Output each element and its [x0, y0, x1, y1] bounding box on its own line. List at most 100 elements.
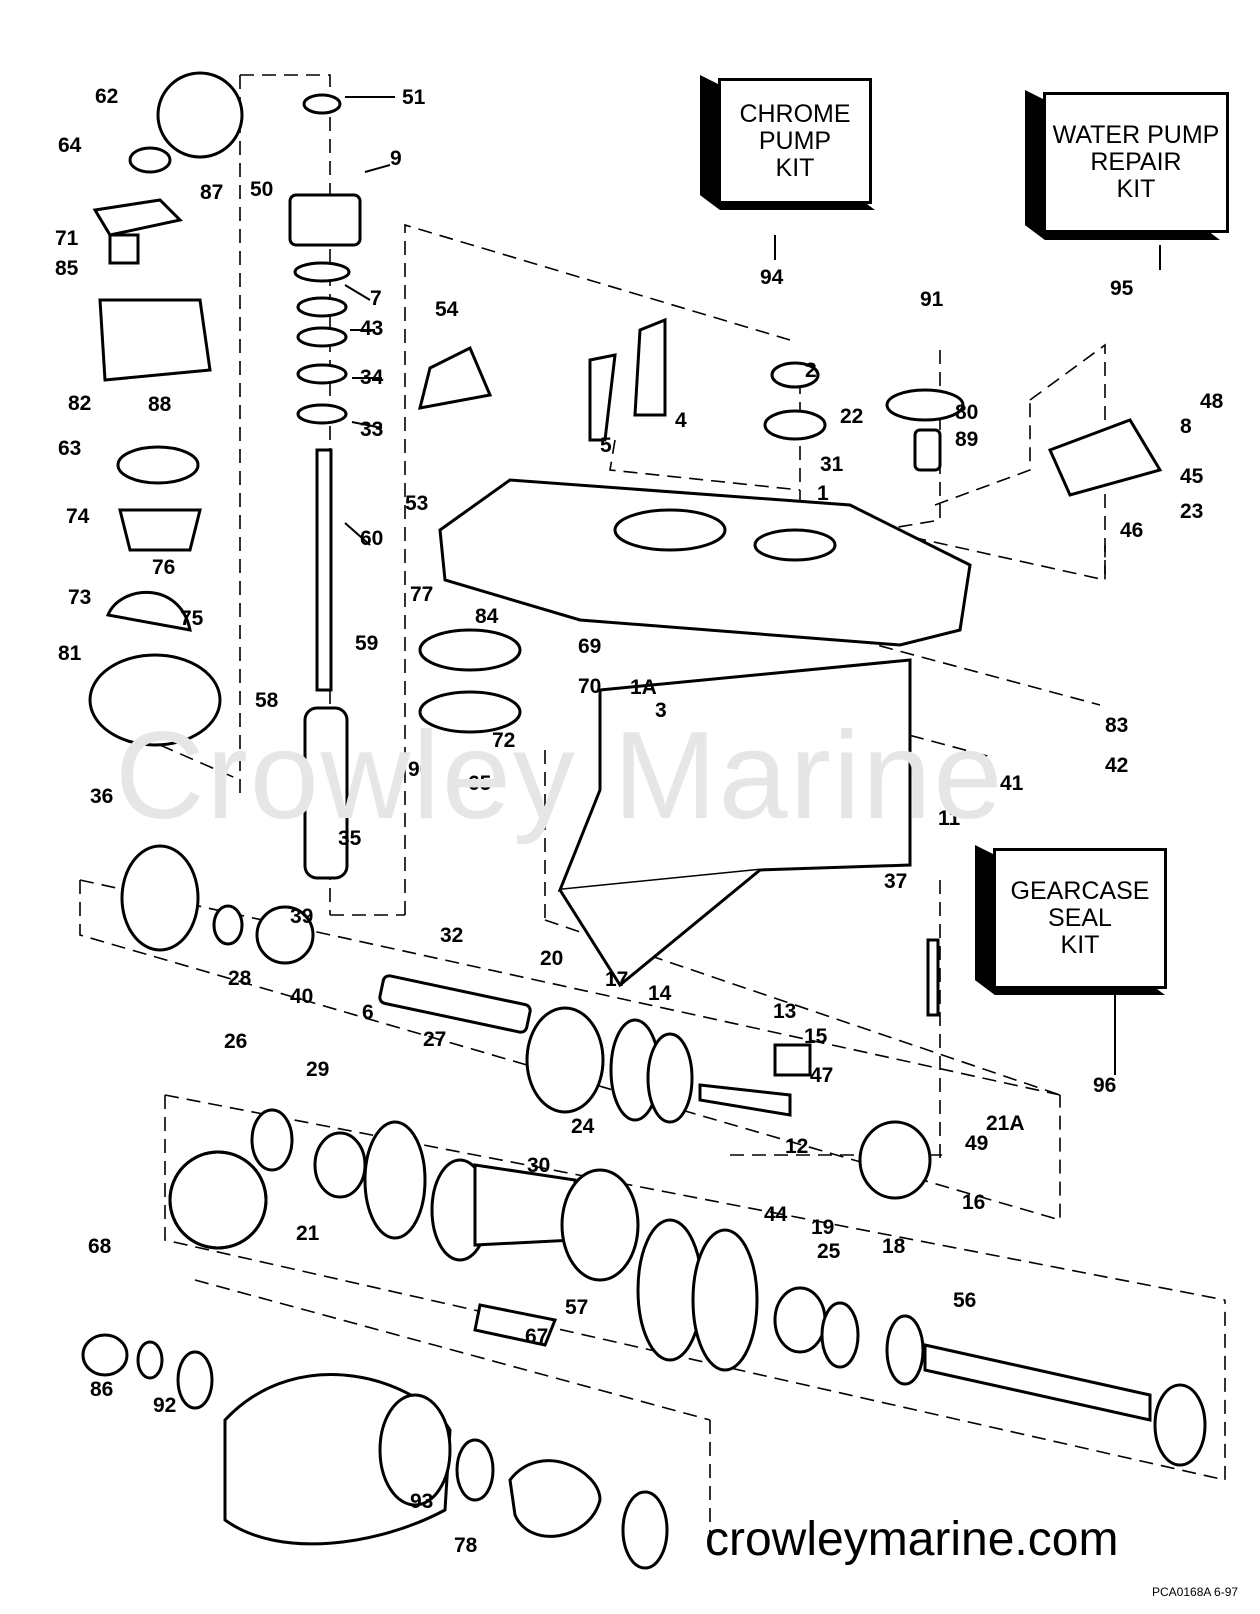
callout-35: 35 [338, 827, 362, 850]
callout-8: 8 [1180, 415, 1192, 438]
callout-84: 84 [475, 605, 499, 628]
callout-26: 26 [224, 1030, 247, 1053]
callout-22: 22 [840, 405, 863, 428]
callout-91: 91 [920, 288, 944, 311]
callout-83: 83 [1105, 714, 1128, 737]
callout-24: 24 [571, 1115, 595, 1138]
callout-71: 71 [55, 227, 79, 250]
callout-3: 3 [655, 699, 667, 722]
callout-27: 27 [423, 1028, 446, 1051]
callout-88: 88 [148, 393, 172, 416]
gearcase-seal-kit-ref: 96 [1093, 1074, 1116, 1097]
callout-93: 93 [410, 1490, 433, 1513]
callout-86: 86 [90, 1378, 113, 1401]
callout-33: 33 [360, 418, 383, 441]
callout-21a: 21A [986, 1112, 1025, 1135]
callout-30: 30 [527, 1154, 550, 1177]
callout-5: 5 [600, 434, 612, 457]
callout-7: 7 [370, 287, 382, 310]
callout-39: 39 [290, 905, 313, 928]
chrome-pump-kit-label: CHROME PUMP KIT [739, 99, 851, 182]
callout-77: 77 [410, 583, 433, 606]
watermark: Crowley Marine [115, 707, 1005, 845]
callout-87: 87 [200, 181, 223, 204]
callout-73: 73 [68, 586, 91, 609]
callout-58: 58 [255, 689, 279, 712]
callout-19: 19 [811, 1216, 834, 1239]
drawing-code: PCA0168A 6-97 [1152, 1585, 1239, 1599]
callout-2: 2 [805, 359, 817, 382]
callout-31: 31 [820, 453, 844, 476]
callout-29: 29 [306, 1058, 329, 1081]
callout-48: 48 [1200, 390, 1224, 413]
callout-62: 62 [95, 85, 118, 108]
callout-17: 17 [605, 968, 628, 991]
callout-49: 49 [965, 1132, 988, 1155]
callout-47: 47 [810, 1064, 833, 1087]
callout-1: 1 [817, 482, 829, 505]
gearcase-seal-kit-box: GEARCASE SEAL KIT [993, 848, 1167, 989]
callout-72: 72 [492, 729, 515, 752]
callout-85: 85 [55, 257, 79, 280]
chrome-pump-kit-box: CHROME PUMP KIT [718, 78, 872, 204]
callout-67: 67 [525, 1325, 548, 1348]
callout-20: 20 [540, 947, 563, 970]
callout-65: 65 [468, 772, 492, 795]
callout-60: 60 [360, 527, 383, 550]
site-url: crowleymarine.com [705, 1513, 1119, 1566]
callout-70: 70 [578, 675, 601, 698]
callout-36: 36 [90, 785, 113, 808]
callout-1a: 1A [630, 676, 657, 699]
callout-64: 64 [58, 134, 82, 157]
water-pump-repair-kit-ref: 95 [1110, 277, 1134, 300]
callout-63: 63 [58, 437, 81, 460]
callout-16: 16 [962, 1191, 985, 1214]
callout-45: 45 [1180, 465, 1204, 488]
callout-56: 56 [953, 1289, 976, 1312]
callout-15: 15 [804, 1025, 828, 1048]
callout-80: 80 [955, 401, 978, 424]
callout-12: 12 [785, 1135, 808, 1158]
callout-82: 82 [68, 392, 91, 415]
callout-9: 9 [390, 147, 402, 170]
gearcase-seal-kit-label: GEARCASE SEAL KIT [1010, 877, 1150, 959]
callout-51: 51 [402, 86, 426, 109]
callout-44: 44 [764, 1203, 788, 1226]
callout-34: 34 [360, 366, 384, 389]
callout-43: 43 [360, 317, 383, 340]
callout-59: 59 [355, 632, 378, 655]
callout-90: 90 [408, 758, 431, 781]
callout-89: 89 [955, 428, 978, 451]
callout-57: 57 [565, 1296, 588, 1319]
water-pump-repair-kit-box: WATER PUMP REPAIR KIT [1043, 92, 1229, 233]
callout-42: 42 [1105, 754, 1128, 777]
callout-76: 76 [152, 556, 175, 579]
callout-14: 14 [648, 982, 672, 1005]
callout-6: 6 [362, 1001, 374, 1024]
callout-18: 18 [882, 1235, 906, 1258]
callout-53: 53 [405, 492, 428, 515]
callout-46: 46 [1120, 519, 1143, 542]
callout-40: 40 [290, 985, 313, 1008]
callout-54: 54 [435, 298, 459, 321]
callout-50: 50 [250, 178, 273, 201]
callout-81: 81 [58, 642, 82, 665]
callout-37: 37 [884, 870, 907, 893]
callout-28: 28 [228, 967, 252, 990]
callout-68: 68 [88, 1235, 112, 1258]
callout-21: 21 [296, 1222, 320, 1245]
callout-75: 75 [180, 607, 204, 630]
callout-92: 92 [153, 1394, 176, 1417]
callout-13: 13 [773, 1000, 796, 1023]
callout-69: 69 [578, 635, 601, 658]
callout-32: 32 [440, 924, 463, 947]
water-pump-repair-kit-label: WATER PUMP REPAIR KIT [1052, 121, 1220, 203]
chrome-pump-kit-ref: 94 [760, 266, 784, 289]
callout-78: 78 [454, 1534, 478, 1557]
callout-4: 4 [675, 409, 687, 432]
callout-41: 41 [1000, 772, 1024, 795]
callout-23: 23 [1180, 500, 1203, 523]
callout-11: 11 [938, 807, 961, 830]
callout-25: 25 [817, 1240, 841, 1263]
